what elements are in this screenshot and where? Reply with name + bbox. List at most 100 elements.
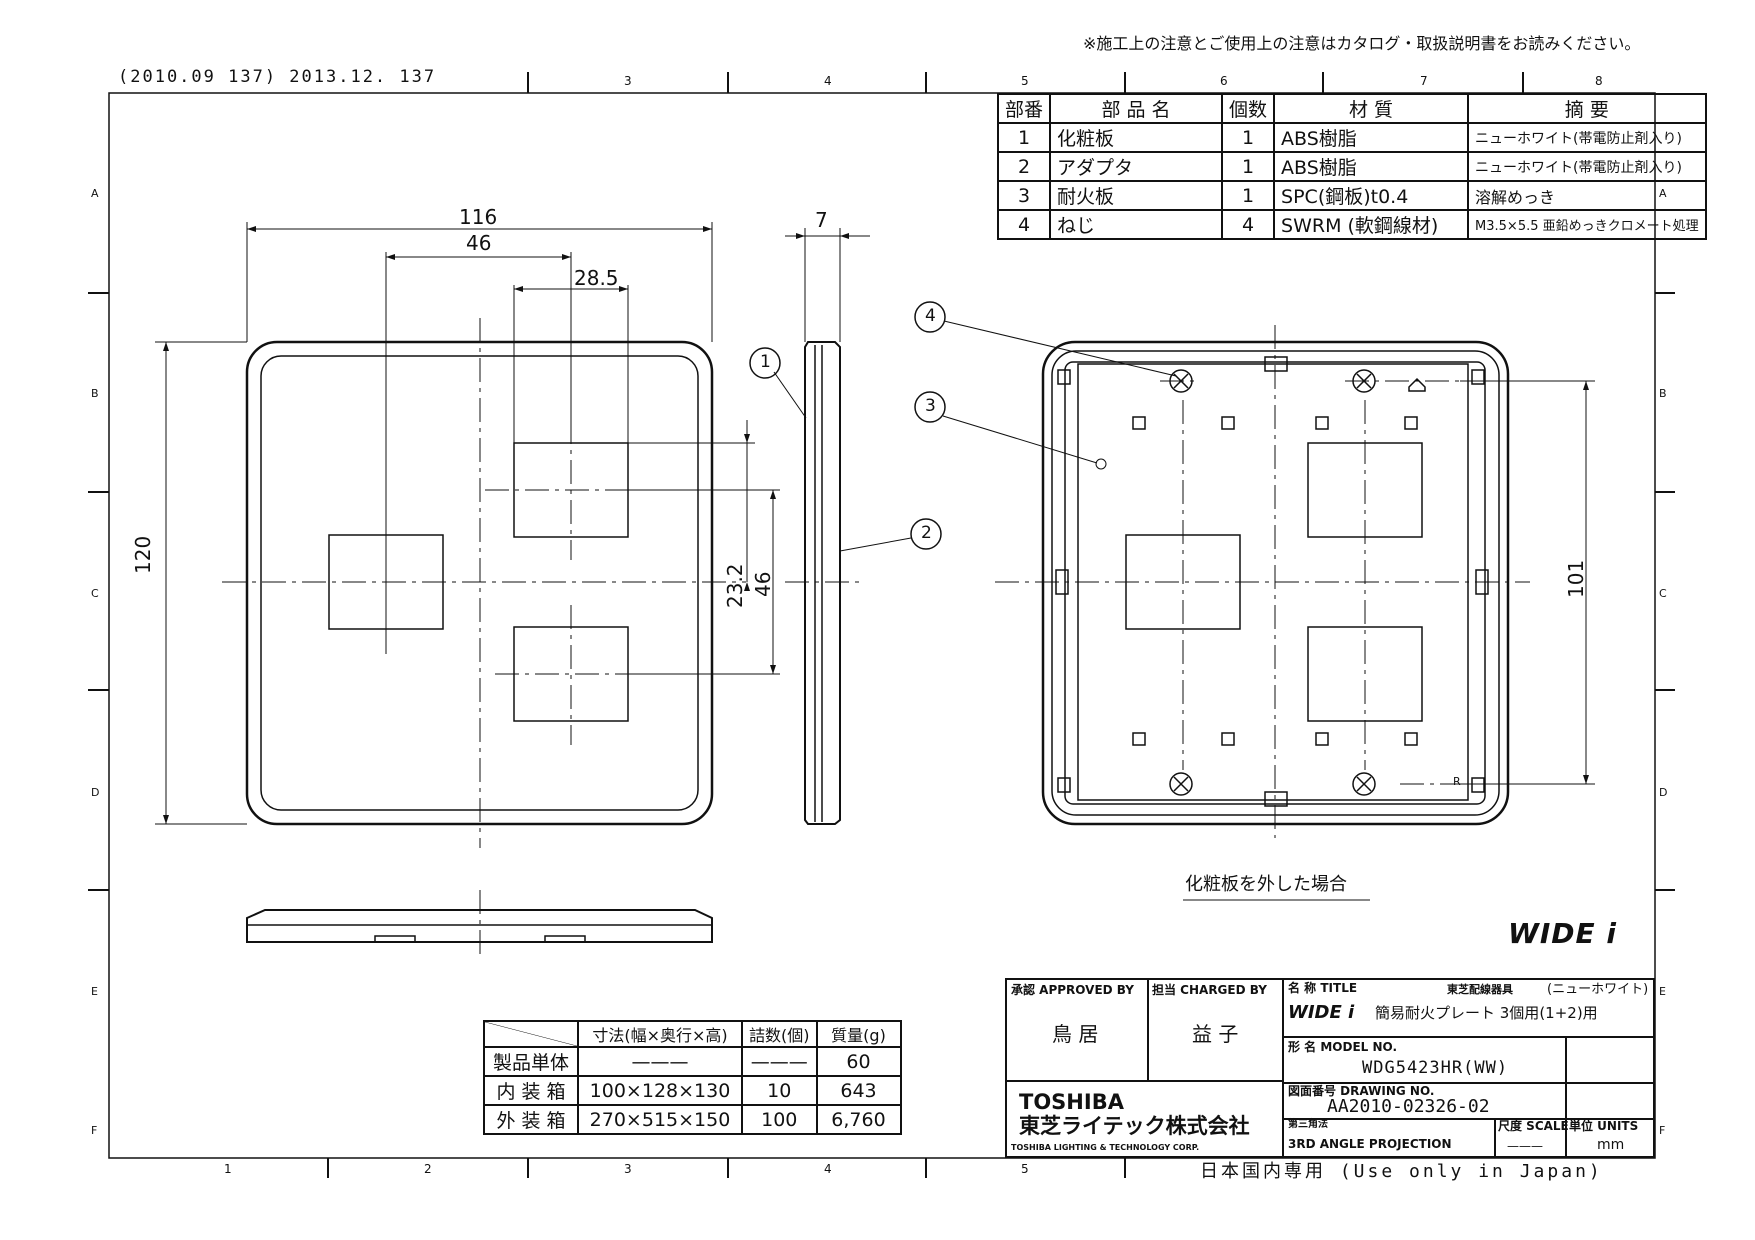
front-view <box>155 222 780 848</box>
drawing-label: 図面番号 DRAWING NO. <box>1288 1084 1435 1098</box>
balloon-4 <box>914 301 946 333</box>
units-label: 単位 UNITS <box>1569 1119 1639 1133</box>
part-name: ねじ <box>1049 209 1224 240</box>
pack-mass: 6,760 <box>815 1104 902 1135</box>
pack-count: 100 <box>741 1104 818 1135</box>
balloon-3-label: 3 <box>925 396 936 416</box>
header-count: 詰数(個) <box>741 1020 818 1048</box>
dim-slot-offset: 23.2 <box>723 563 747 608</box>
part-qty: 1 <box>1221 151 1276 182</box>
balloon-2 <box>910 518 942 550</box>
part-material: ABS樹脂 <box>1273 151 1470 182</box>
part-qty: 4 <box>1221 209 1276 240</box>
header-qty: 個数 <box>1221 93 1276 124</box>
scale-label: 尺度 SCALE <box>1498 1119 1569 1133</box>
zone-top-8: 8 <box>1595 74 1603 88</box>
header-part-no: 部番 <box>996 93 1052 124</box>
pack-size: 100×128×130 <box>577 1075 743 1106</box>
dim-inner-width: 46 <box>466 231 492 255</box>
part-name: 化粧板 <box>1049 122 1224 153</box>
domestic-use-note: 日本国内専用 (Use only in Japan) <box>1200 1161 1603 1182</box>
zone-bottom-4: 4 <box>824 1162 832 1176</box>
zone-left-f: F <box>91 1124 98 1137</box>
dim-thickness: 7 <box>815 208 828 232</box>
zone-left-b: B <box>91 387 99 400</box>
approved-label: 承認 APPROVED BY <box>1011 983 1134 997</box>
part-material: SWRM (軟鋼線材) <box>1273 209 1470 240</box>
scale-value: ——— <box>1507 1139 1543 1153</box>
part-qty: 1 <box>1221 180 1276 211</box>
zone-top-7: 7 <box>1420 74 1428 88</box>
table-row: 外 装 箱 270×515×150 100 6,760 <box>483 1104 902 1135</box>
pack-mass: 643 <box>815 1075 902 1106</box>
zone-right-c: C <box>1659 587 1667 600</box>
zone-bottom-5: 5 <box>1021 1162 1029 1176</box>
balloon-1-label: 1 <box>760 352 771 372</box>
balloon-3 <box>914 391 946 423</box>
pack-mass: 60 <box>815 1046 902 1077</box>
balloon-4-label: 4 <box>925 306 936 326</box>
back-label-r: R <box>1453 775 1461 788</box>
header-blank <box>483 1020 579 1048</box>
charged-label: 担当 CHARGED BY <box>1152 983 1267 997</box>
part-remark: 溶解めっき <box>1467 180 1707 211</box>
balloon-1 <box>749 347 781 379</box>
wide-i-logo: WIDE i <box>1508 917 1618 950</box>
title-label: 名 称 TITLE <box>1288 981 1358 995</box>
part-qty: 1 <box>1221 122 1276 153</box>
bottom-view <box>246 890 713 960</box>
title-category: 東芝配線器具 <box>1447 983 1513 996</box>
top-zone-ticks <box>527 72 1524 93</box>
company-en: TOSHIBA <box>1019 1090 1124 1114</box>
side-zone-ticks <box>88 292 1675 891</box>
zone-top-6: 6 <box>1220 74 1228 88</box>
title-brand: WIDE i <box>1288 1002 1355 1023</box>
title-block: 承認 APPROVED BY 鳥 居 担当 CHARGED BY 益 子 名 称… <box>1005 978 1655 1158</box>
dim-slot-height: 46 <box>751 571 775 597</box>
notice-text: ※施工上の注意とご使用上の注意はカタログ・取扱説明書をお読みください。 <box>1083 34 1641 53</box>
zone-bottom-3: 3 <box>624 1162 632 1176</box>
approved-name: 鳥 居 <box>1052 1022 1099 1046</box>
pack-count: ——— <box>741 1046 818 1077</box>
header-material: 材 質 <box>1273 93 1470 124</box>
zone-bottom-1: 1 <box>224 1162 232 1176</box>
part-remark: ニューホワイト(帯電防止剤入り) <box>1467 122 1707 153</box>
back-view-caption: 化粧板を外した場合 <box>1185 874 1347 895</box>
part-name: アダプタ <box>1049 151 1224 182</box>
header-remark: 摘 要 <box>1467 93 1707 124</box>
packing-table-header: 寸法(幅×奥行×高) 詰数(個) 質量(g) <box>483 1020 902 1048</box>
dim-slot-width: 28.5 <box>574 266 619 290</box>
part-remark: ニューホワイト(帯電防止剤入り) <box>1467 151 1707 182</box>
pack-size: ——— <box>577 1046 743 1077</box>
packing-table: 寸法(幅×奥行×高) 詰数(個) 質量(g) 製品単体 ——— ——— 60 内… <box>483 1020 902 1135</box>
header-mass: 質量(g) <box>815 1020 902 1048</box>
header-size: 寸法(幅×奥行×高) <box>577 1020 743 1048</box>
pack-size: 270×515×150 <box>577 1104 743 1135</box>
table-row: 4 ねじ 4 SWRM (軟鋼線材) M3.5×5.5 亜鉛めっきクロメート処理 <box>996 209 1707 240</box>
table-row: 3 耐火板 1 SPC(鋼板)t0.4 溶解めっき <box>996 180 1707 211</box>
drawing-no: AA2010-02326-02 <box>1327 1096 1490 1117</box>
model-no: WDG5423HR(WW) <box>1362 1058 1509 1078</box>
model-label: 形 名 MODEL NO. <box>1288 1040 1398 1054</box>
parts-table: 部番 部 品 名 個数 材 質 摘 要 1 化粧板 1 ABS樹脂 ニューホワイ… <box>996 93 1707 240</box>
table-row: 製品単体 ——— ——— 60 <box>483 1046 902 1077</box>
table-row: 1 化粧板 1 ABS樹脂 ニューホワイト(帯電防止剤入り) <box>996 122 1707 153</box>
zone-left-a: A <box>91 187 99 200</box>
units-value: mm <box>1597 1137 1625 1153</box>
dim-overall-height: 120 <box>131 535 155 574</box>
part-no: 1 <box>996 122 1052 153</box>
zone-right-d: D <box>1659 786 1668 799</box>
header-part-name: 部 品 名 <box>1049 93 1224 124</box>
pack-type: 外 装 箱 <box>483 1104 579 1135</box>
title-color: (ニューホワイト) <box>1547 982 1649 997</box>
part-no: 3 <box>996 180 1052 211</box>
part-material: ABS樹脂 <box>1273 122 1470 153</box>
part-no: 4 <box>996 209 1052 240</box>
parts-table-header: 部番 部 品 名 個数 材 質 摘 要 <box>996 93 1707 124</box>
zone-right-f: F <box>1659 1124 1666 1137</box>
zone-right-e: E <box>1659 985 1666 998</box>
dim-overall-width: 116 <box>459 205 498 229</box>
side-view <box>749 228 942 825</box>
drawing-border <box>108 92 1656 1159</box>
